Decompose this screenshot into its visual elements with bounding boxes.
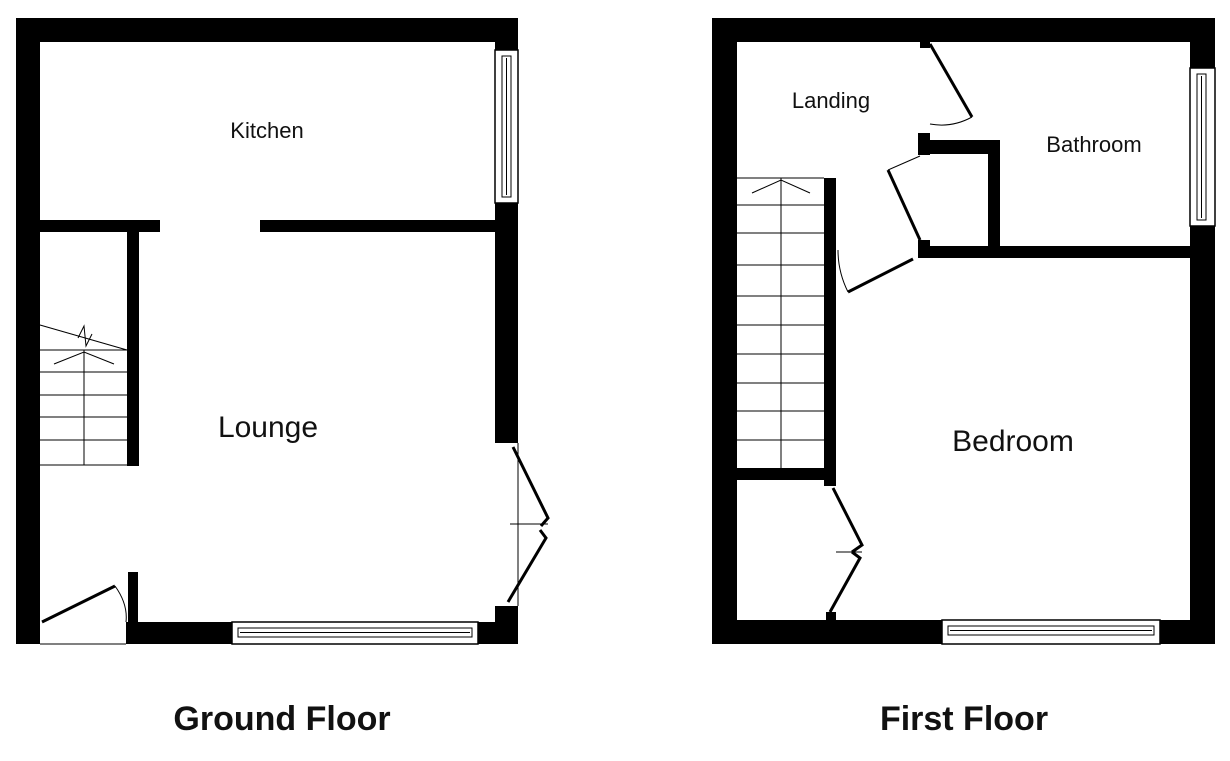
ff-jamb-bottom (826, 612, 836, 620)
ff-stair-wall (824, 178, 836, 486)
bathroom-label: Bathroom (1046, 132, 1141, 157)
gf-partition-left (40, 220, 160, 232)
gf-stair-wall (127, 232, 139, 466)
ff-wardrobe-doors (828, 487, 864, 613)
ff-cupboard-jamb-top (918, 133, 930, 155)
gf-french-doors (506, 443, 550, 606)
ff-wall-right-lower (1190, 226, 1215, 644)
gf-wall-left (16, 18, 40, 644)
gf-front-door (40, 584, 127, 645)
ff-bedroom-window (941, 619, 1161, 645)
ff-wall-bottom-left (712, 620, 942, 644)
gf-wall-top (16, 18, 518, 42)
ff-cupboard-wall-vertical (988, 140, 1000, 250)
gf-wall-bottom-left (126, 622, 232, 644)
ff-bathroom-wall-bottom (918, 246, 1190, 258)
ff-bedroom-door (837, 249, 914, 294)
gf-partition-right (260, 220, 495, 232)
ground-floor-title: Ground Floor (173, 700, 391, 738)
bedroom-label: Bedroom (952, 425, 1074, 458)
ff-stair-bottom-wall (737, 468, 836, 480)
ff-wall-top (712, 18, 1215, 42)
ff-wall-left (712, 18, 737, 644)
gf-staircase (39, 324, 128, 466)
kitchen-label: Kitchen (230, 118, 303, 143)
gf-kitchen-window (494, 49, 519, 204)
ff-bathroom-door (928, 43, 974, 126)
gf-wall-bottom-right (478, 622, 518, 644)
gf-wall-right-mid (495, 203, 518, 443)
first-floor-title: First Floor (879, 700, 1049, 738)
gf-door-jamb (128, 572, 138, 622)
lounge-label: Lounge (218, 411, 318, 444)
ground-floor-plan: Kitchen Lounge (16, 18, 550, 645)
ff-staircase (737, 177, 824, 468)
ff-wall-right-upper (1190, 18, 1215, 68)
ff-cupboard-wall-top (918, 140, 1000, 154)
ff-bathroom-door-jamb (920, 42, 930, 48)
ff-cupboard-door (886, 155, 930, 254)
first-floor-plan: Landing Bathroom Bedroom (712, 18, 1216, 645)
ff-wall-bottom-right (1160, 620, 1215, 644)
gf-wall-right-upper (495, 18, 518, 50)
gf-lounge-window (231, 621, 479, 645)
landing-label: Landing (792, 88, 870, 113)
ff-bathroom-window (1189, 67, 1216, 227)
